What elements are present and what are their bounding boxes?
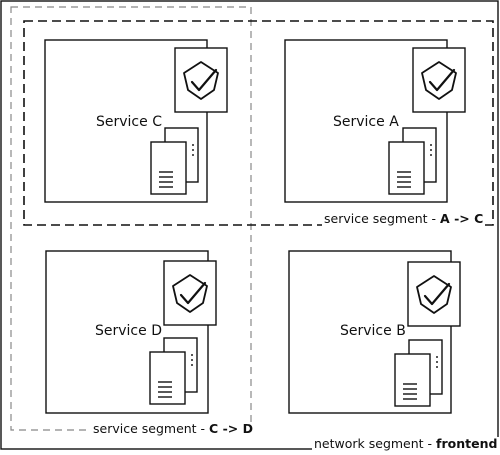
- segment-prefix: service segment -: [324, 211, 441, 226]
- segment-label-frontend: network segment - frontend: [312, 436, 500, 451]
- service-b-label: Service B: [340, 323, 406, 339]
- service-d-box: [45, 250, 217, 414]
- segment-prefix: network segment -: [314, 436, 437, 451]
- segment-name: C -> D: [209, 421, 253, 436]
- segment-name: frontend: [436, 436, 498, 451]
- service-a-label: Service A: [333, 114, 399, 130]
- segment-label-c-d: service segment - C -> D: [91, 422, 255, 436]
- segment-prefix: service segment -: [93, 421, 210, 436]
- segment-label-a-c: service segment - A -> C: [322, 211, 486, 226]
- service-c-label: Service C: [96, 114, 162, 130]
- service-d-label: Service D: [95, 323, 162, 339]
- segment-name: A -> C: [440, 211, 484, 226]
